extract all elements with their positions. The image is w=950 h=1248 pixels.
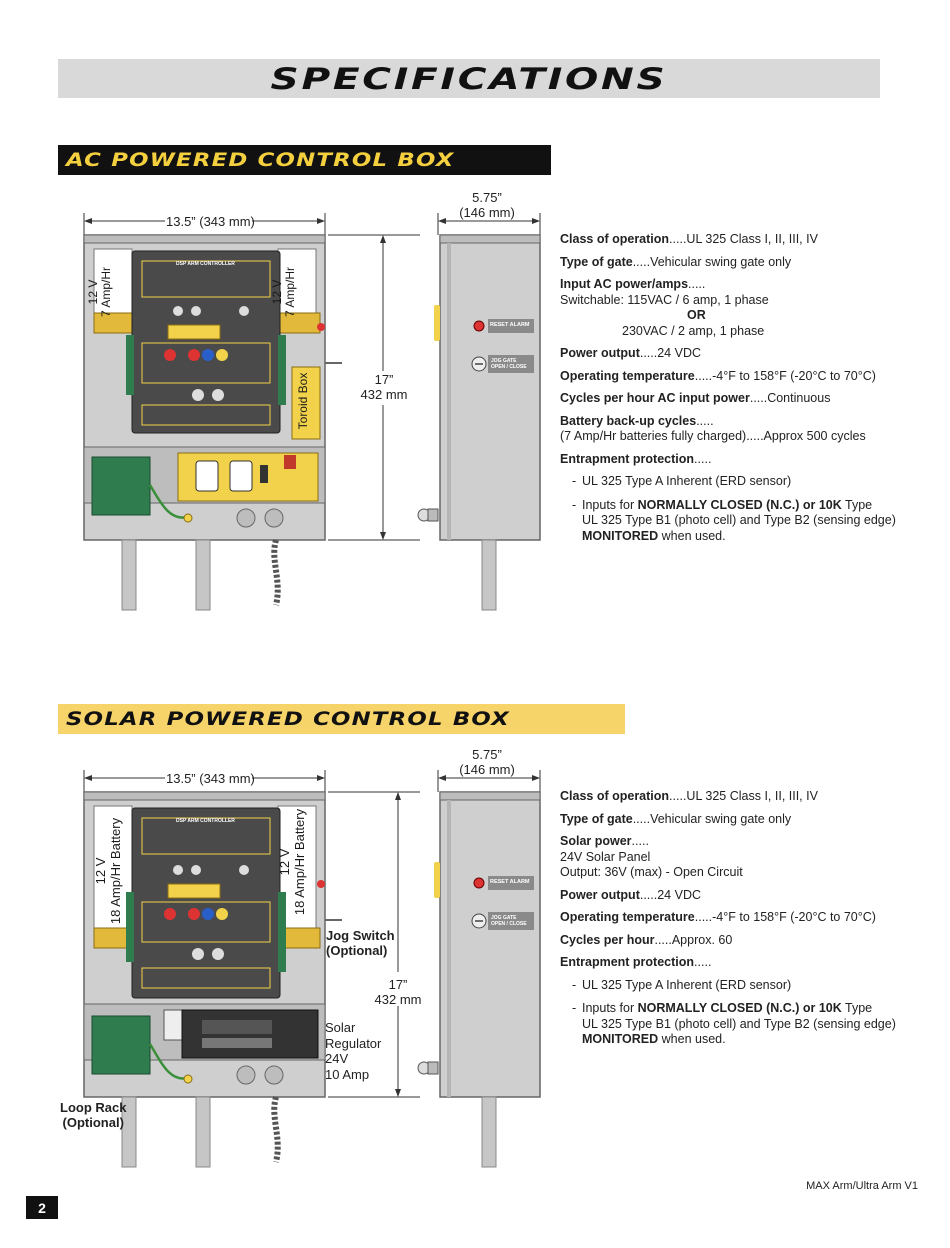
ac-width-label: 13.5” (343 mm) bbox=[166, 214, 255, 229]
ac-spec-input: Input AC power/amps..... Switchable: 115… bbox=[560, 277, 769, 338]
ac-conduit bbox=[271, 539, 281, 606]
solar-section-banner: SOLAR POWERED CONTROL BOX bbox=[58, 704, 625, 734]
ac-reset-alarm-lamp bbox=[473, 320, 485, 332]
ac-enclosure-side bbox=[439, 234, 541, 541]
solar-height-dimension bbox=[328, 791, 420, 1098]
ac-entrapment-item-1: UL 325 Type A Inherent (ERD sensor) bbox=[560, 474, 920, 490]
ac-controller-board bbox=[131, 250, 281, 434]
ac-toroid-label: Toroid Box bbox=[296, 372, 310, 430]
ac-spec-temp: Operating temperature.....-4°F to 158°F … bbox=[560, 368, 876, 383]
ac-controller-title: DSP ARM CONTROLLER bbox=[176, 261, 235, 267]
solar-spec-entrapment: Entrapment protection..... bbox=[560, 955, 712, 969]
solar-depth-label-1: 5.75” bbox=[472, 747, 502, 762]
solar-depth-label-2: (146 mm) bbox=[459, 762, 515, 777]
ac-spec-battery: Battery back-up cycles..... (7 Amp/Hr ba… bbox=[560, 413, 866, 444]
solar-control-box-diagram bbox=[83, 770, 541, 1168]
solar-controller-board bbox=[131, 807, 281, 999]
solar-spec-gate: Type of gate.....Vehicular swing gate on… bbox=[560, 811, 792, 826]
page-title-bar: SPECIFICATIONS bbox=[58, 59, 880, 98]
ac-banner-text: AC POWERED CONTROL BOX bbox=[66, 149, 455, 171]
solar-depth-dimension bbox=[437, 770, 541, 792]
ac-depth-label-1: 5.75” bbox=[472, 190, 502, 205]
ac-height-dimension bbox=[328, 234, 420, 541]
ac-reset-alarm-label: RESET ALARM bbox=[490, 322, 530, 328]
solar-spec-solar-power: Solar power..... 24V Solar Panel Output:… bbox=[560, 834, 743, 879]
ac-spec-entrapment: Entrapment protection..... bbox=[560, 451, 712, 466]
ac-spec-class: Class of operation.....UL 325 Class I, I… bbox=[560, 232, 818, 246]
solar-spec-cycles: Cycles per hour.....Approx. 60 bbox=[560, 932, 733, 947]
solar-entrapment-item-1: UL 325 Type A Inherent (ERD sensor) bbox=[560, 978, 920, 994]
solar-jog-switch-callout: Jog Switch(Optional) bbox=[326, 928, 395, 958]
solar-height-label-2: 432 mm bbox=[374, 992, 422, 1007]
solar-controller-title: DSP ARM CONTROLLER bbox=[176, 818, 235, 824]
solar-enclosure-side bbox=[439, 791, 541, 1098]
solar-battery-left bbox=[93, 805, 133, 937]
solar-specifications: Class of operation.....UL 325 Class I, I… bbox=[560, 789, 920, 1056]
ac-spec-gate: Type of gate.....Vehicular swing gate on… bbox=[560, 254, 792, 269]
solar-width-dimension bbox=[83, 770, 326, 792]
ac-control-box-diagram bbox=[83, 213, 541, 611]
ac-pipe-left bbox=[121, 539, 137, 611]
page-number: 2 bbox=[26, 1196, 58, 1219]
ac-spec-power: Power output.....24 VDC bbox=[560, 346, 701, 360]
solar-height-label-1: 17” bbox=[388, 977, 408, 992]
document-footer: MAX Arm/Ultra Arm V1 bbox=[806, 1180, 918, 1192]
ac-battery-right bbox=[277, 248, 317, 320]
solar-regulator-callout: Solar Regulator 24V 10 Amp bbox=[325, 1020, 382, 1082]
ac-entrapment-item-2: Inputs for NORMALLY CLOSED (N.C.) or 10K… bbox=[560, 498, 920, 545]
ac-depth-label-2: (146 mm) bbox=[459, 205, 515, 220]
solar-banner-text: SOLAR POWERED CONTROL BOX bbox=[66, 708, 510, 730]
ac-pipe-middle bbox=[195, 539, 211, 611]
ac-toroid-box bbox=[291, 366, 321, 440]
solar-loop-rack bbox=[91, 1015, 151, 1075]
solar-battery-right bbox=[277, 805, 317, 937]
solar-spec-class: Class of operation.....UL 325 Class I, I… bbox=[560, 789, 818, 803]
ac-depth-dimension bbox=[437, 213, 541, 235]
solar-spec-temp: Operating temperature.....-4°F to 158°F … bbox=[560, 910, 876, 924]
ac-width-dimension bbox=[83, 213, 326, 235]
solar-reset-alarm-label: RESET ALARM bbox=[490, 879, 530, 885]
solar-entrapment-item-2: Inputs for NORMALLY CLOSED (N.C.) or 10K… bbox=[560, 1001, 920, 1048]
ac-section-banner: AC POWERED CONTROL BOX bbox=[58, 145, 551, 175]
ac-loop-rack bbox=[91, 456, 151, 516]
ac-height-label-2: 432 mm bbox=[360, 387, 408, 402]
solar-spec-power: Power output.....24 VDC bbox=[560, 887, 701, 902]
solar-loop-rack-callout: Loop Rack(Optional) bbox=[60, 1100, 127, 1130]
ac-height-label-1: 17” bbox=[374, 372, 394, 387]
ac-specifications: Class of operation.....UL 325 Class I, I… bbox=[560, 232, 920, 552]
page-title: SPECIFICATIONS bbox=[270, 61, 668, 96]
solar-width-label: 13.5” (343 mm) bbox=[166, 771, 255, 786]
ac-spec-cycles: Cycles per hour AC input power.....Conti… bbox=[560, 391, 831, 405]
